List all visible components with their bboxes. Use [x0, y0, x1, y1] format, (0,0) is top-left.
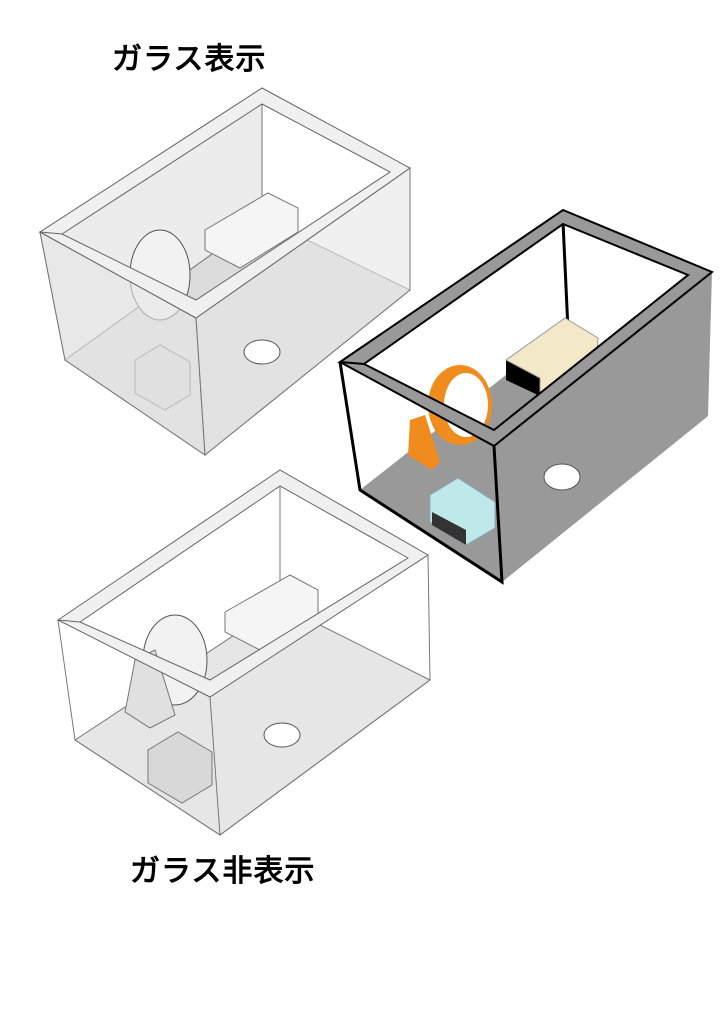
house: [204, 192, 299, 269]
cage-glass-shown: [38, 87, 411, 456]
side-hole: [543, 463, 581, 491]
wheel-stand: [124, 649, 176, 729]
right-panel: [494, 272, 712, 582]
vertical-edges: [57, 619, 221, 836]
cage-glass-hidden: [56, 469, 431, 836]
water-box: [147, 731, 213, 804]
title-glass-hidden: ガラス非表示: [130, 854, 316, 889]
house-front: [506, 360, 540, 396]
side-hole: [263, 722, 301, 748]
side-hole: [243, 339, 281, 365]
vertical-edges: [338, 361, 504, 585]
water-box-shadow: [432, 512, 466, 545]
back-edge: [561, 221, 570, 331]
top-frame: [56, 469, 429, 698]
wheel-stand: [408, 415, 440, 470]
top-frame: [337, 208, 714, 448]
right-edges: [219, 554, 431, 836]
title-glass-shown: ガラス表示: [112, 42, 267, 77]
cage-rendered: [337, 208, 714, 585]
top-frame: [38, 87, 411, 319]
